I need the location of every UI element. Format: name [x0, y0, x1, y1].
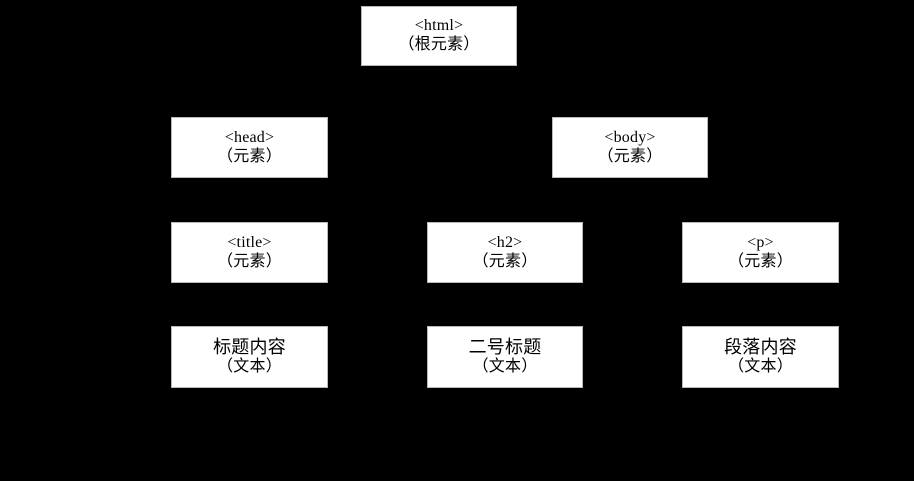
node-p-text-label: 段落内容: [724, 336, 797, 357]
node-title-kind: （元素）: [217, 252, 282, 270]
node-head-kind: （元素）: [217, 147, 282, 165]
edge-html-head: [248, 66, 440, 117]
edge-body-p: [629, 178, 761, 222]
node-body-kind: （元素）: [597, 147, 663, 165]
node-p-tag: <p>: [747, 233, 774, 251]
node-p-text-kind: （文本）: [728, 358, 793, 376]
node-body: <body> （元素）: [552, 117, 708, 178]
node-p: <p> （元素）: [682, 222, 839, 283]
node-h2: <h2> （元素）: [427, 222, 583, 283]
node-title-tag: <title>: [227, 233, 272, 251]
node-head: <head> （元素）: [171, 117, 328, 178]
node-h2-tag: <h2>: [487, 233, 523, 251]
edge-html-body: [438, 66, 631, 117]
node-html-kind: （根元素）: [398, 36, 480, 53]
node-h2-text: 二号标题 （文本）: [427, 326, 583, 388]
node-html: <html> （根元素）: [361, 6, 517, 66]
node-p-text: 段落内容 （文本）: [682, 326, 839, 388]
node-title-text-kind: （文本）: [217, 358, 282, 376]
node-h2-text-label: 二号标题: [468, 336, 542, 357]
node-h2-text-kind: （文本）: [472, 358, 538, 376]
node-h2-kind: （元素）: [472, 252, 538, 270]
node-body-tag: <body>: [604, 128, 656, 146]
node-p-kind: （元素）: [728, 252, 793, 270]
node-head-tag: <head>: [224, 128, 275, 146]
node-title-text-label: 标题内容: [213, 336, 286, 357]
node-title: <title> （元素）: [171, 222, 328, 283]
node-html-tag: <html>: [414, 17, 464, 35]
edge-body-h2: [504, 178, 631, 222]
node-title-text: 标题内容 （文本）: [171, 326, 328, 388]
